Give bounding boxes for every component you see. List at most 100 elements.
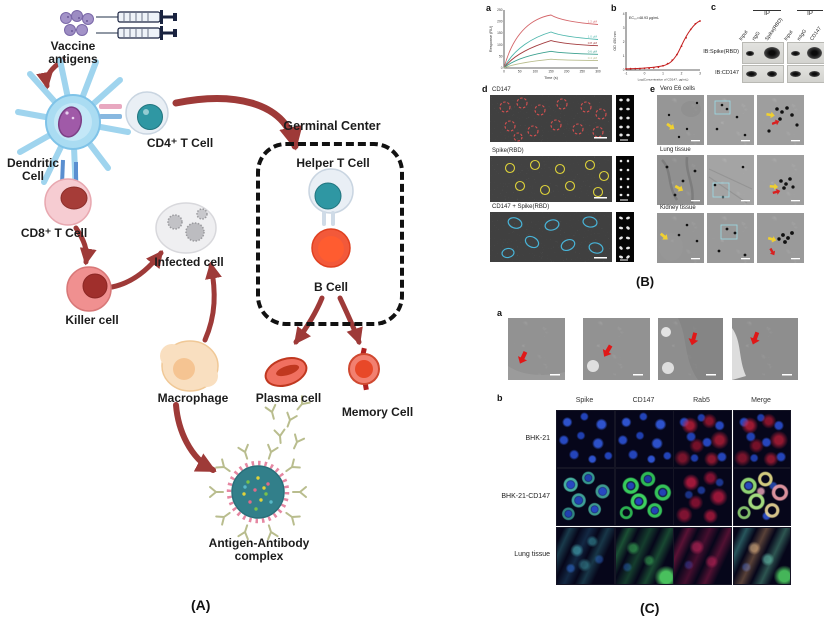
memory-cell-graphic — [348, 347, 380, 391]
plasma-cell-label: Plasma cell — [255, 391, 322, 405]
svg-text:1: 1 — [623, 54, 625, 58]
kidney-em-3 — [757, 213, 804, 263]
germinal-center-box — [256, 142, 404, 326]
if-lung-cd147 — [615, 527, 674, 585]
elisa-axes — [625, 12, 700, 71]
flow-arrows — [36, 57, 363, 473]
spike-particle-circles — [504, 159, 610, 198]
svg-text:100: 100 — [533, 70, 539, 74]
receptor-stem — [322, 211, 326, 226]
scale-bar — [594, 197, 607, 199]
panel-b-e-letter: e — [650, 84, 656, 94]
em-d-label-complex: CD147 + Spike(RBD) — [492, 204, 550, 210]
svg-text:1.0 μM: 1.0 μM — [588, 35, 598, 39]
entry-em-3 — [658, 318, 723, 380]
scale-bar — [791, 258, 800, 260]
spr-xtick-labels: 0 50 100 150 200 250 300 — [503, 70, 601, 74]
dendritic-cell-graphic — [15, 57, 131, 199]
scale-bar — [550, 374, 560, 376]
elisa-ylabel: OD 450 nm — [613, 31, 617, 50]
em-e-label-vero: Vero E6 cells — [660, 86, 696, 92]
panel-c-b-letter: b — [497, 393, 503, 403]
spr-ytick-labels: 0 50 100 150 200 250 — [497, 8, 503, 70]
svg-text:1: 1 — [662, 72, 664, 76]
scale-bar — [594, 137, 607, 139]
svg-text:200: 200 — [497, 20, 503, 24]
elisa-data-points — [625, 20, 701, 70]
scale-bar — [782, 374, 792, 376]
svg-text:0: 0 — [503, 70, 505, 74]
panel-c-letter: (C) — [640, 600, 660, 616]
svg-text:0: 0 — [644, 72, 646, 76]
germinal-center-label: Germinal Center — [283, 119, 381, 133]
virus-core — [231, 465, 285, 519]
panel-b-b-letter: b — [611, 3, 617, 13]
elisa-binding-chart: 0 1 2 3 4 -1 0 1 2 3 OD 450 nm Log(Conce… — [613, 12, 701, 82]
blot-ibspike-group2 — [787, 42, 824, 64]
em-cd147-class-averages — [616, 95, 634, 142]
spr-sensorgram-chart: 0 50 100 150 200 250 0 50 100 150 200 25… — [489, 8, 601, 80]
panel-a-artwork — [15, 10, 380, 541]
plasma-cell-graphic — [264, 357, 308, 387]
blot-ibcd147-group1 — [742, 65, 784, 83]
virus-spikes — [226, 460, 290, 524]
memory-cell-label: Memory Cell — [341, 405, 414, 419]
svg-text:250: 250 — [580, 70, 586, 74]
scale-bar — [691, 200, 700, 202]
em-e-label-lung: Lung tissue — [660, 147, 691, 153]
if-row-bhk21: BHK-21 — [525, 435, 550, 442]
svg-text:0.4 μM: 0.4 μM — [588, 56, 598, 60]
blot1-lane-input: Input — [738, 29, 750, 42]
blot-ibspike-group1 — [742, 42, 784, 64]
cd147-particle-circles — [499, 97, 607, 142]
scale-bar — [633, 374, 643, 376]
if-bhk21cd147-rab5 — [673, 468, 732, 526]
svg-text:50: 50 — [518, 70, 522, 74]
panel-a-letter: (A) — [191, 597, 211, 613]
scale-bar — [741, 258, 750, 260]
if-bhk21-merge — [733, 410, 791, 468]
complex-particle-circles — [501, 216, 604, 259]
arrow-cd8-to-killer — [73, 225, 97, 266]
svg-text:150: 150 — [548, 70, 554, 74]
scale-bar — [741, 200, 750, 202]
lung-em-3 — [757, 155, 804, 205]
panel-b-binding-data: a 0 50 100 150 200 250 0 50 100 150 200 … — [480, 0, 824, 300]
em-complex-class-averages — [616, 212, 634, 262]
blot2-lane-input: Input — [783, 29, 795, 42]
svg-text:100: 100 — [497, 43, 503, 47]
arrow-bcell-to-memory — [337, 295, 363, 346]
elisa-ec50-annotation: EC₅₀=48.93 μg/mL — [629, 16, 659, 20]
lung-em-1 — [657, 155, 704, 205]
virus-core-dots — [242, 476, 273, 511]
kidney-em-1 — [657, 213, 704, 263]
cd8-t-cell-graphic — [44, 178, 92, 226]
killer-cell-label: Killer cell — [65, 313, 119, 327]
arrow-macrophage-to-complex — [173, 402, 217, 473]
svg-text:0: 0 — [623, 68, 625, 72]
ib-spike-row-label: IB:Spike(RBD) — [703, 49, 739, 55]
if-bhk21-spike — [556, 410, 615, 468]
cd8-t-cell-label: CD8⁺ T Cell — [20, 226, 88, 240]
scale-bar — [594, 257, 607, 259]
if-bhk21cd147-cd147 — [615, 468, 674, 526]
dendritic-cell-label: Dendritic Cell — [6, 156, 59, 183]
if-lung-spike — [556, 527, 615, 585]
vaccine-antigens-label: Vaccine antigens — [48, 39, 98, 66]
scale-bar — [791, 140, 800, 142]
svg-text:300: 300 — [595, 70, 601, 74]
elisa-fit-curve — [625, 20, 701, 70]
if-bhk21cd147-merge — [733, 468, 791, 526]
svg-text:50: 50 — [499, 54, 503, 58]
scale-bar — [791, 200, 800, 202]
em-spike-micrograph — [490, 156, 612, 202]
scale-bar — [706, 374, 716, 376]
em-e-label-kidney: Kidney tissue — [660, 205, 696, 211]
svg-text:-1: -1 — [625, 72, 628, 76]
elisa-xlabel: Log(Concentration of CD147, μg/mL) — [638, 78, 689, 82]
entry-em-2 — [583, 318, 650, 380]
macrophage-label: Macrophage — [157, 391, 229, 405]
ip-group-label-1: IP — [753, 10, 781, 17]
antigen-antibody-complex-graphic — [209, 443, 307, 541]
